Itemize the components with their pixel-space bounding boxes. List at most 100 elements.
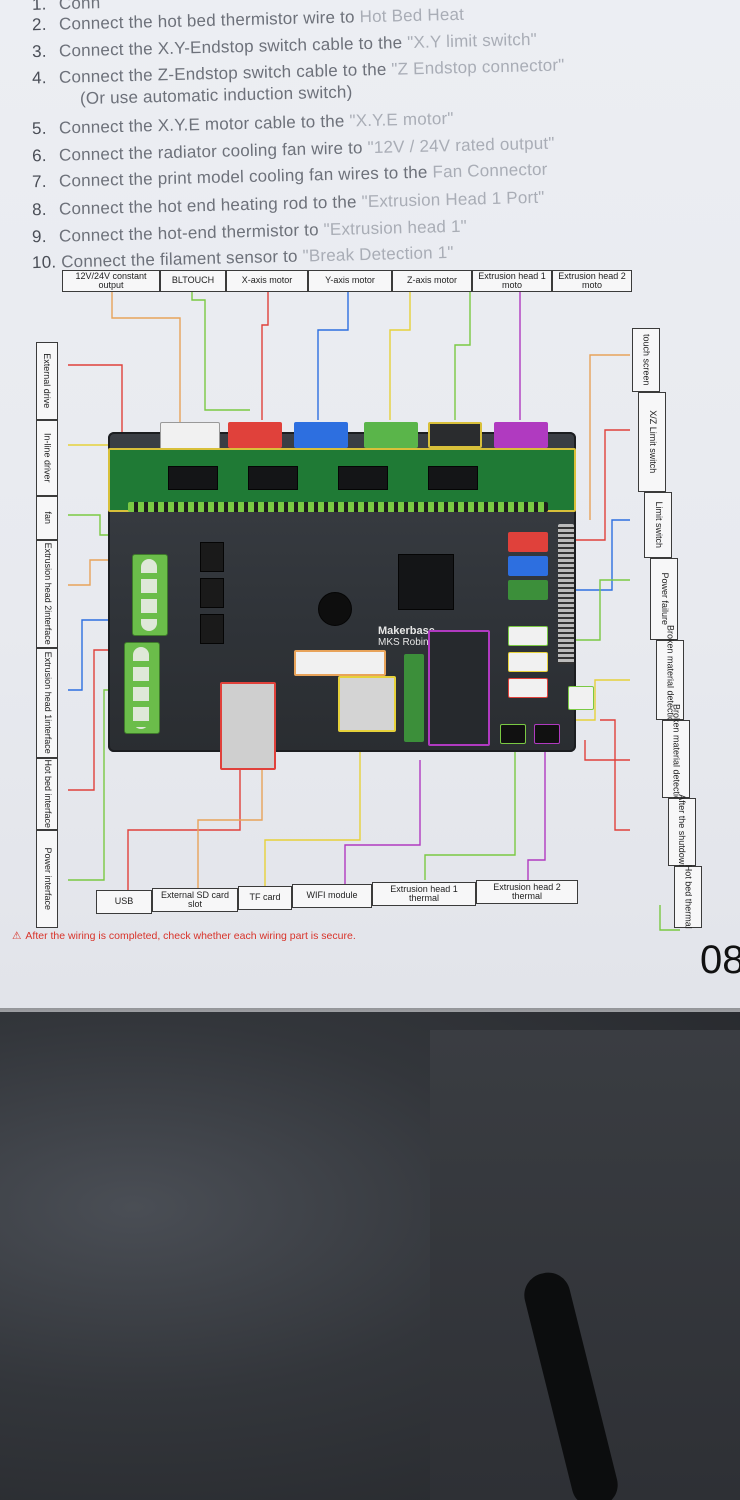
wire-break-det1 [570, 679, 630, 721]
top-label-text: Y-axis motor [325, 275, 375, 286]
wire-e1-interface [68, 619, 130, 691]
wire-usb [127, 770, 241, 890]
expansion-area [428, 630, 490, 746]
wire-12v-output [111, 288, 181, 440]
top-label: Z-axis motor [392, 270, 472, 292]
top-label-text: X-axis motor [241, 275, 293, 286]
bottom-label-text: Extrusion head 1 thermal [390, 883, 458, 903]
mosfet-3 [200, 614, 224, 644]
right-label-text: touch screen [641, 334, 652, 386]
bottom-label-text: USB [114, 896, 134, 907]
right-label: Power failure [650, 558, 678, 640]
top-label: 12V/24V constant output [62, 270, 160, 292]
wifi-module-header [294, 650, 386, 676]
driver-chip-4 [428, 466, 478, 490]
wire-limit-switch [560, 519, 630, 591]
bottom-label-text: External SD card slot [160, 889, 230, 909]
right-label: Hot bed thermal [674, 864, 702, 930]
mcu-chip [398, 554, 454, 610]
right-label: After the shutdown [668, 794, 696, 870]
top-label: Extrusion head 1 moto [472, 270, 552, 292]
right-label: Broken material detection 1 [656, 625, 684, 735]
wire-e1-thermal [424, 745, 516, 880]
bottom-label-text: TF card [249, 892, 281, 903]
wire-break-det2 [584, 740, 630, 761]
bottom-label: Extrusion head 1 thermal [372, 882, 476, 906]
board-model: MKS Robin Nano [378, 637, 456, 648]
driver-chip-2 [248, 466, 298, 490]
usb-port [220, 682, 276, 770]
connector-limit-switch [508, 556, 548, 576]
wire-external-drive [68, 364, 123, 440]
left-label-text: fan [42, 511, 53, 525]
driver-chip-3 [338, 466, 388, 490]
right-label-text: Limit switch [653, 501, 664, 549]
connector-12v-output [160, 422, 220, 450]
wire-touch-screen [589, 354, 630, 520]
connector-xz-limit [508, 532, 548, 552]
right-label: Limit switch [644, 492, 672, 558]
left-label: Extrusion head 2interface [36, 540, 58, 648]
connector-break-det-1 [508, 626, 548, 646]
wire-wifi [344, 760, 421, 890]
left-label: External drive [36, 342, 58, 420]
pin-header [128, 502, 548, 512]
left-label: Extrusion head 1interface [36, 648, 58, 758]
left-label-text: Extrusion head 1interface [42, 651, 53, 755]
connector-e2-thermal [534, 724, 560, 744]
left-label-text: Power interface [42, 847, 53, 911]
left-label: fan [36, 496, 58, 540]
right-label: touch screen [632, 328, 660, 392]
top-label-text: 12V/24V constant output [75, 270, 147, 290]
inductor [318, 592, 352, 626]
mosfet-2 [200, 578, 224, 608]
bottom-label: USB [96, 890, 152, 914]
terminal-extrusion-2 [132, 554, 168, 636]
left-label: Hot bed interface [36, 758, 58, 830]
top-label-text: Extrusion head 2 moto [558, 270, 626, 290]
page-number: 08 [700, 938, 740, 982]
top-label: X-axis motor [226, 270, 308, 292]
right-label-text: Hot bed thermal [683, 864, 694, 930]
left-label-text: External drive [42, 353, 53, 409]
driver-chip-1 [168, 466, 218, 490]
wire-z-motor [389, 288, 411, 420]
wire-xz-limit [560, 429, 630, 541]
right-label-text: After the shutdown [677, 794, 688, 870]
connector-y-motor [294, 422, 348, 448]
bottom-label: WIFI module [292, 884, 372, 908]
connector-e1-thermal [500, 724, 526, 744]
right-label-text: Power failure [659, 572, 670, 626]
wire-tf [264, 730, 361, 890]
top-label: BLTOUCH [160, 270, 226, 292]
warning-note: ⚠After the wiring is completed, check wh… [12, 930, 356, 942]
connector-z-motor [364, 422, 418, 448]
warning-text: After the wiring is completed, check whe… [25, 930, 356, 942]
wire-hotbed-thermal [659, 905, 680, 931]
connector-e1-motor [428, 422, 482, 448]
top-label: Y-axis motor [308, 270, 392, 292]
bottom-label-text: Extrusion head 2 thermal [493, 881, 561, 901]
top-label-text: BLTOUCH [171, 275, 215, 286]
expansion-header-green [404, 654, 424, 742]
top-label: Extrusion head 2 moto [552, 270, 632, 292]
bottom-label: External SD card slot [152, 888, 238, 912]
left-label: Power interface [36, 830, 58, 928]
wire-x-motor [261, 288, 269, 420]
bottom-label: Extrusion head 2 thermal [476, 880, 578, 904]
top-label-text: Extrusion head 1 moto [478, 270, 546, 290]
wire-shutdown [600, 719, 630, 831]
connector-shutdown [508, 678, 548, 698]
sd-card-slot [338, 676, 396, 732]
right-label: Broken material detection 2 [662, 704, 690, 814]
left-label-text: Extrusion head 2interface [42, 542, 53, 646]
mks-robin-nano-board: Makerbase MKS Robin Nano [108, 422, 594, 770]
connector-hotbed-thermal [568, 686, 594, 710]
wire-bltouch [191, 288, 250, 411]
wire-power-failure [560, 579, 630, 641]
right-label: X/Z Limit switch [638, 392, 666, 492]
screen-header [558, 524, 574, 664]
wire-e1-motor [454, 288, 471, 420]
right-label-text: X/Z Limit switch [647, 410, 658, 474]
